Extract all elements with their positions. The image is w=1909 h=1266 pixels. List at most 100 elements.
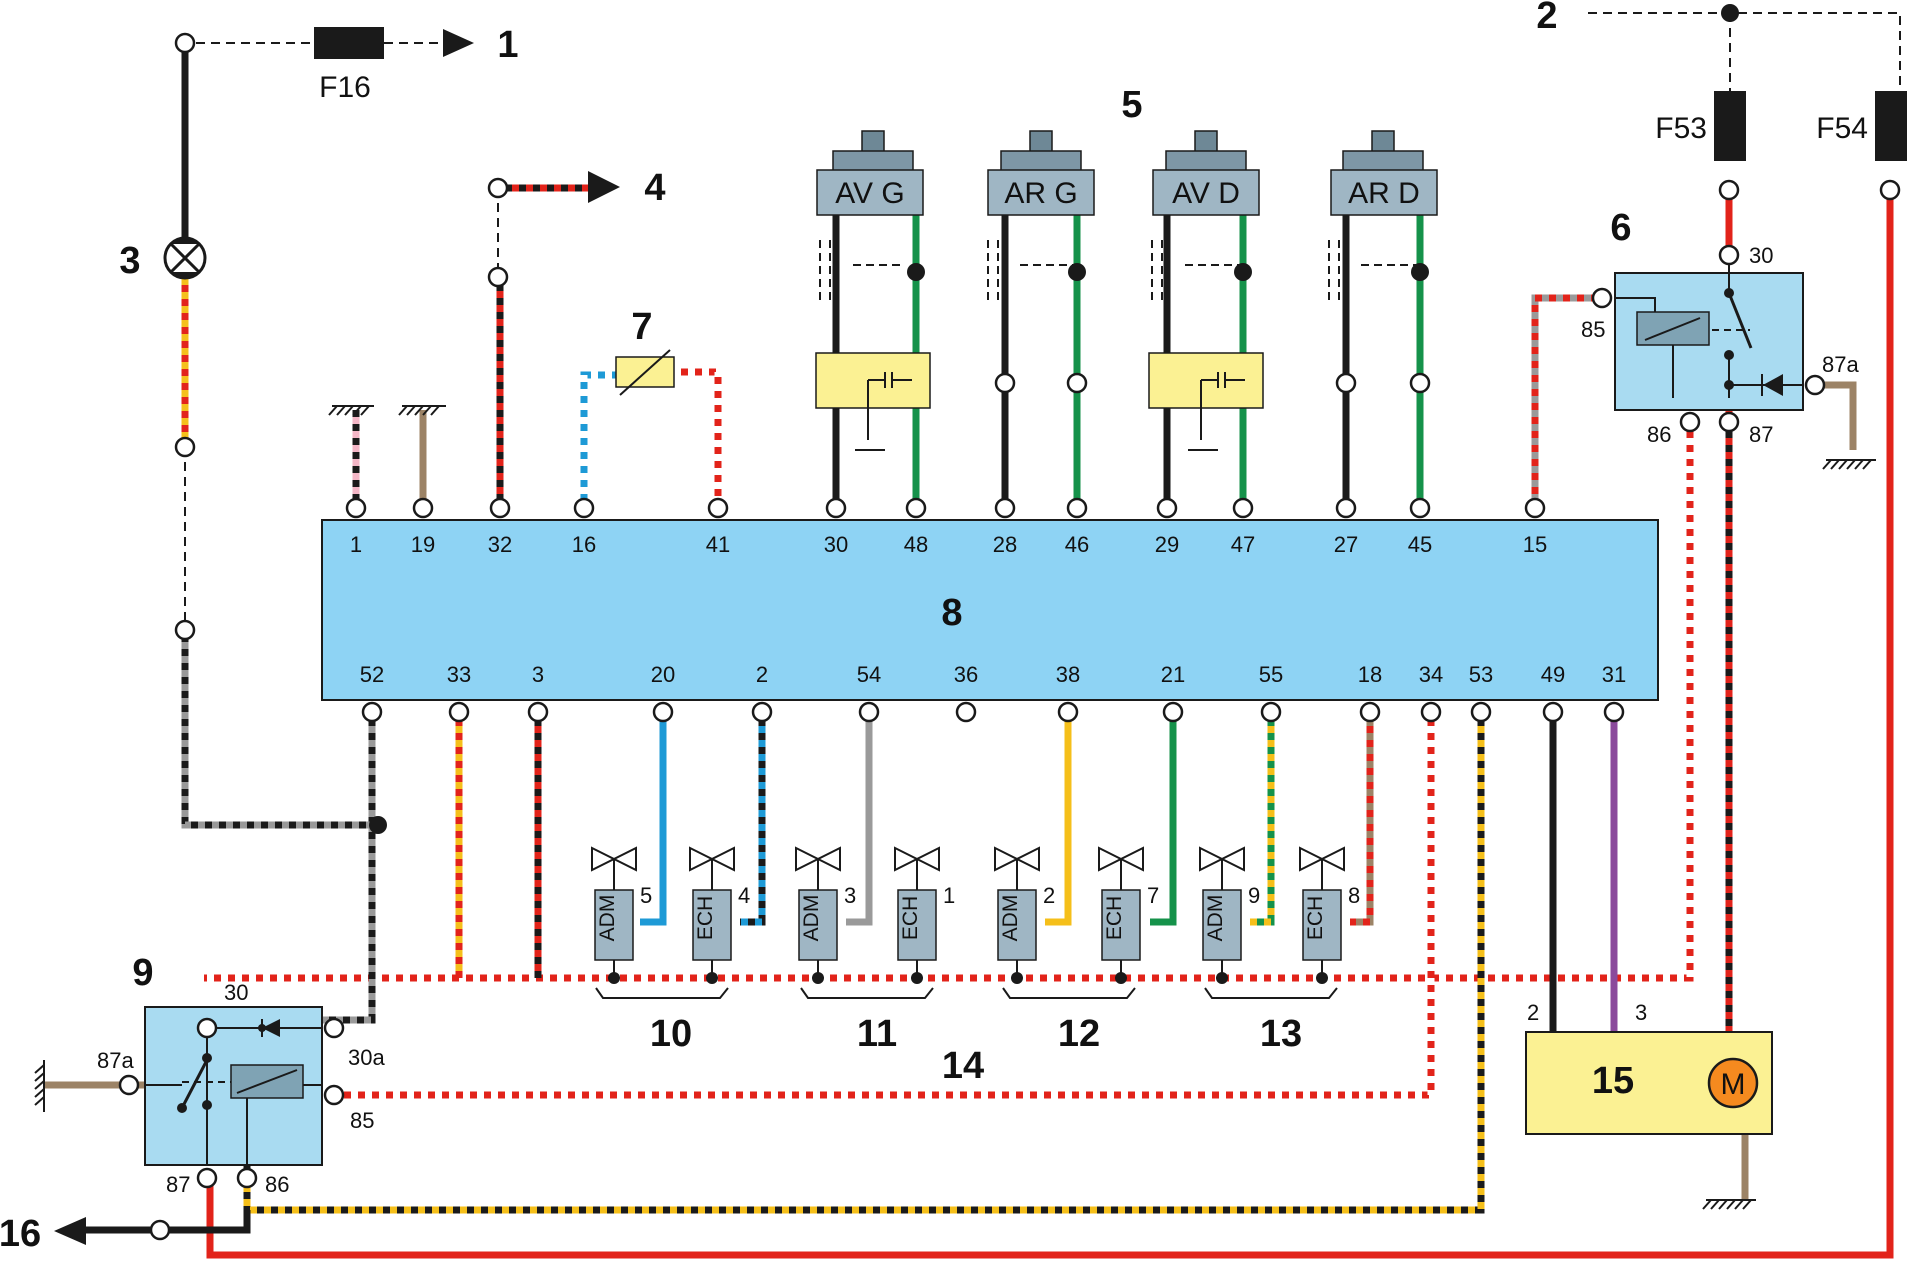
ground-symbols: [34, 459, 1876, 1210]
ecu-pin-label: 27: [1334, 532, 1358, 557]
pump-pin-label: 3: [1635, 1000, 1647, 1025]
warning-lamp: [163, 236, 207, 280]
pump-pin-label: 2: [1527, 1000, 1539, 1025]
valve-number: 1: [943, 883, 955, 908]
ecu-bottom-pin-labels: 52 33 3 20 2 54 36 38 21 55 18 34 53 49 …: [360, 662, 1626, 687]
terminal: [174, 436, 196, 458]
ecu-pin-label: 18: [1358, 662, 1382, 687]
terminal: [1542, 701, 1564, 723]
ecu-pin-label: 31: [1602, 662, 1626, 687]
fuse-f53: F53: [1655, 91, 1746, 161]
ecu-top-pin-labels: 1 19 32 16 41 30 48 28 46 29 47 27 45 15: [350, 532, 1547, 557]
terminal: [1156, 497, 1178, 519]
valve-label: ADM: [596, 895, 619, 942]
fuse-label: F54: [1816, 112, 1868, 145]
terminal: [905, 497, 927, 519]
terminal: [1260, 701, 1282, 723]
terminal: [1066, 372, 1088, 394]
valve-number: 5: [640, 883, 652, 908]
wire: [944, 712, 970, 926]
ecu-number: 8: [941, 592, 962, 634]
terminal: [1470, 701, 1492, 723]
terminal: [196, 1167, 218, 1189]
relay-pin-label: 30: [1749, 243, 1773, 268]
arrows: [54, 29, 620, 1245]
wire: [1815, 381, 1857, 450]
wire-stripe: [580, 371, 616, 508]
sensor-label: AV D: [1172, 177, 1240, 210]
ecu-module: [321, 519, 1659, 701]
sensor-ar-d: AR D: [1330, 130, 1438, 216]
valve-label: ADM: [999, 895, 1022, 942]
wire-stripe: [740, 712, 766, 926]
terminal: [196, 1017, 218, 1039]
suppression-box-right: [1148, 352, 1264, 451]
motor-label: M: [1721, 1068, 1746, 1101]
terminals: [118, 32, 1901, 1241]
valve-number: 2: [1043, 883, 1055, 908]
ecu-pin-label: 19: [411, 532, 435, 557]
terminal: [1335, 497, 1357, 519]
ground-symbols-top: [328, 405, 446, 416]
fuse-label: F53: [1655, 112, 1707, 145]
ecu-pin-label: 2: [756, 662, 768, 687]
wire: [322, 825, 376, 1024]
terminal: [345, 497, 367, 519]
ecu-pin-label: 55: [1259, 662, 1283, 687]
valve-label: ECH: [899, 896, 922, 940]
terminal: [323, 1017, 345, 1039]
ecu-pin-label: 36: [954, 662, 978, 687]
terminal: [1679, 411, 1701, 433]
sensor-label: AV G: [835, 177, 904, 210]
junction-dot: [1721, 4, 1739, 22]
ecu-pin-label: 53: [1469, 662, 1493, 687]
ecu-pin-label: 33: [447, 662, 471, 687]
callout-7: 7: [631, 306, 652, 348]
pump-unit-15: 15 M 2 3: [1525, 1000, 1773, 1135]
terminal: [527, 701, 549, 723]
ecu-pin-label: 45: [1408, 532, 1432, 557]
sensor-label: AR D: [1348, 177, 1420, 210]
ecu-pin-label: 54: [857, 662, 881, 687]
relay-6: 30 85 86 87 87a: [1581, 243, 1859, 447]
callout-13: 13: [1260, 1013, 1302, 1055]
terminal: [825, 497, 847, 519]
solenoid-valve: ADM 2: [994, 846, 1055, 984]
terminal: [1162, 701, 1184, 723]
suppression-box-left: [815, 352, 931, 451]
junction-dot: [369, 816, 387, 834]
relay-pin-label: 30: [224, 980, 248, 1005]
relay-pin-label: 30a: [348, 1045, 385, 1070]
valve-number: 8: [1348, 883, 1360, 908]
ecu-pin-label: 52: [360, 662, 384, 687]
terminal: [487, 266, 509, 288]
wire-stripe: [1531, 294, 1602, 508]
terminal: [994, 372, 1016, 394]
valve-label: ECH: [1103, 896, 1126, 940]
wire-stripe: [243, 712, 1485, 1214]
callouts: 1 2 3 4 5 6 7 9 10 11 12 13 14 16: [0, 0, 1632, 1255]
ecu-pin-label: 3: [532, 662, 544, 687]
ecu-pin-label: 1: [350, 532, 362, 557]
terminal: [1718, 179, 1740, 201]
relay-pin-label: 86: [1647, 422, 1671, 447]
relay-9: 30 30a 85 87 86 87a: [97, 980, 385, 1197]
terminal: [1879, 179, 1901, 201]
terminal: [652, 701, 674, 723]
terminal: [1524, 497, 1546, 519]
junction-dot: [1068, 263, 1086, 281]
valve-number: 9: [1248, 883, 1260, 908]
callout-16: 16: [0, 1213, 41, 1255]
wire-stripe: [322, 712, 1435, 1099]
junction-dot: [907, 263, 925, 281]
fuse-label: F16: [319, 71, 371, 104]
ecu-pin-label: 34: [1419, 662, 1443, 687]
ecu-pin-label: 41: [706, 532, 730, 557]
wire: [674, 368, 722, 508]
callout-10: 10: [650, 1013, 692, 1055]
